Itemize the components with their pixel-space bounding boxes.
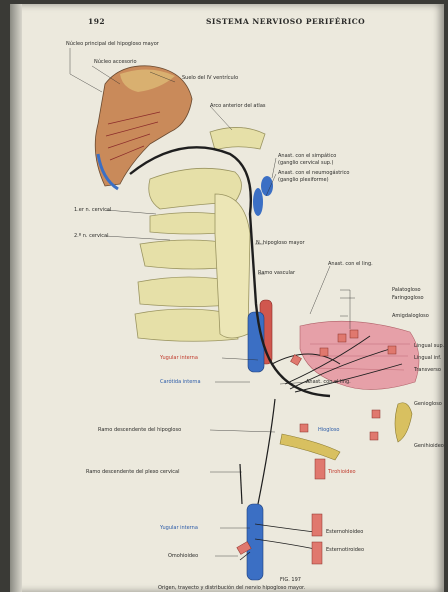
label-suelo-ventriculo: Suelo del IV ventrículo: [182, 76, 238, 81]
label-yugular-interna: Yugular interna: [160, 356, 198, 361]
hypoglossal-nerve-illustration: [10, 4, 444, 592]
label-nucleo-principal: Núcleo principal del hipogloso mayor: [66, 42, 159, 47]
label-nucleo-accesorio: Núcleo accesorio: [94, 60, 137, 65]
label-omohioideo: Omohioideo: [168, 554, 198, 559]
mandible-fragment: [395, 403, 412, 442]
label-arco-anterior: Arco anterior del atlas: [210, 104, 266, 109]
label-n-hipogloso: N. hipogloso mayor: [256, 241, 305, 246]
label-anast-lingual-2: Anast. con el ling.: [306, 380, 351, 385]
page-number: 192: [88, 18, 105, 26]
label-ganglio-plexiforme: (ganglio plexiforme): [278, 178, 329, 183]
brainstem-drawing: [95, 66, 192, 189]
label-faringogloso: Faringogloso: [392, 296, 424, 301]
label-carotida-interna: Carótida interna: [160, 380, 201, 385]
label-ramo-plexo-cervical: Ramo descendente del plexo cervical: [86, 470, 180, 475]
label-ganglio-cervical: (ganglio cervical sup.): [278, 161, 333, 166]
label-lingual-sup: Lingual sup.: [414, 344, 444, 349]
label-anast-simpatico: Anast. con el simpático: [278, 154, 336, 159]
figure-caption: Origen, trayecto y distribución del nerv…: [158, 586, 305, 591]
label-hiogloso: Hiogloso: [318, 428, 340, 433]
label-anast-lingual: Anast. con el ling.: [328, 262, 373, 267]
label-ramo-vascular: Ramo vascular: [258, 271, 295, 276]
label-n-cervical-1: 1.er n. cervical: [74, 208, 111, 213]
label-yugular-interna-2: Yugular interna: [160, 526, 198, 531]
hyoid-bone: [280, 434, 340, 460]
label-geniogloso: Geniogloso: [414, 402, 442, 407]
label-tirohioideo: Tirohioideo: [328, 470, 356, 475]
label-lingual-inf: Lingual inf.: [414, 356, 441, 361]
running-title: SISTEMA NERVIOSO PERIFÉRICO: [206, 18, 365, 26]
label-anast-neumogastrico: Anast. con el neumogástrico: [278, 171, 349, 176]
label-palatogloso: Palatogloso: [392, 288, 421, 293]
label-ramo-descendente: Ramo descendente del hipogloso: [98, 428, 181, 433]
label-n-cervical-2: 2.º n. cervical: [74, 234, 109, 239]
ganglion-plexiform: [253, 188, 263, 216]
ganglion-cervical: [261, 176, 273, 196]
carotid-lower: [247, 504, 263, 580]
book-page: 192 SISTEMA NERVIOSO PERIFÉRICO Núcleo p…: [10, 4, 444, 592]
label-genihioideo: Genihioideo: [414, 444, 444, 449]
label-esternotiroideo: Esternotiroideo: [326, 548, 364, 553]
label-amigdalogloso: Amigdalogloso: [392, 314, 429, 319]
label-transverso: Transverso: [414, 368, 441, 373]
figure-number: FIG. 197: [280, 578, 301, 583]
label-esternohioideo: Esternohioideo: [326, 530, 363, 535]
cervical-vertebrae: [135, 127, 265, 341]
